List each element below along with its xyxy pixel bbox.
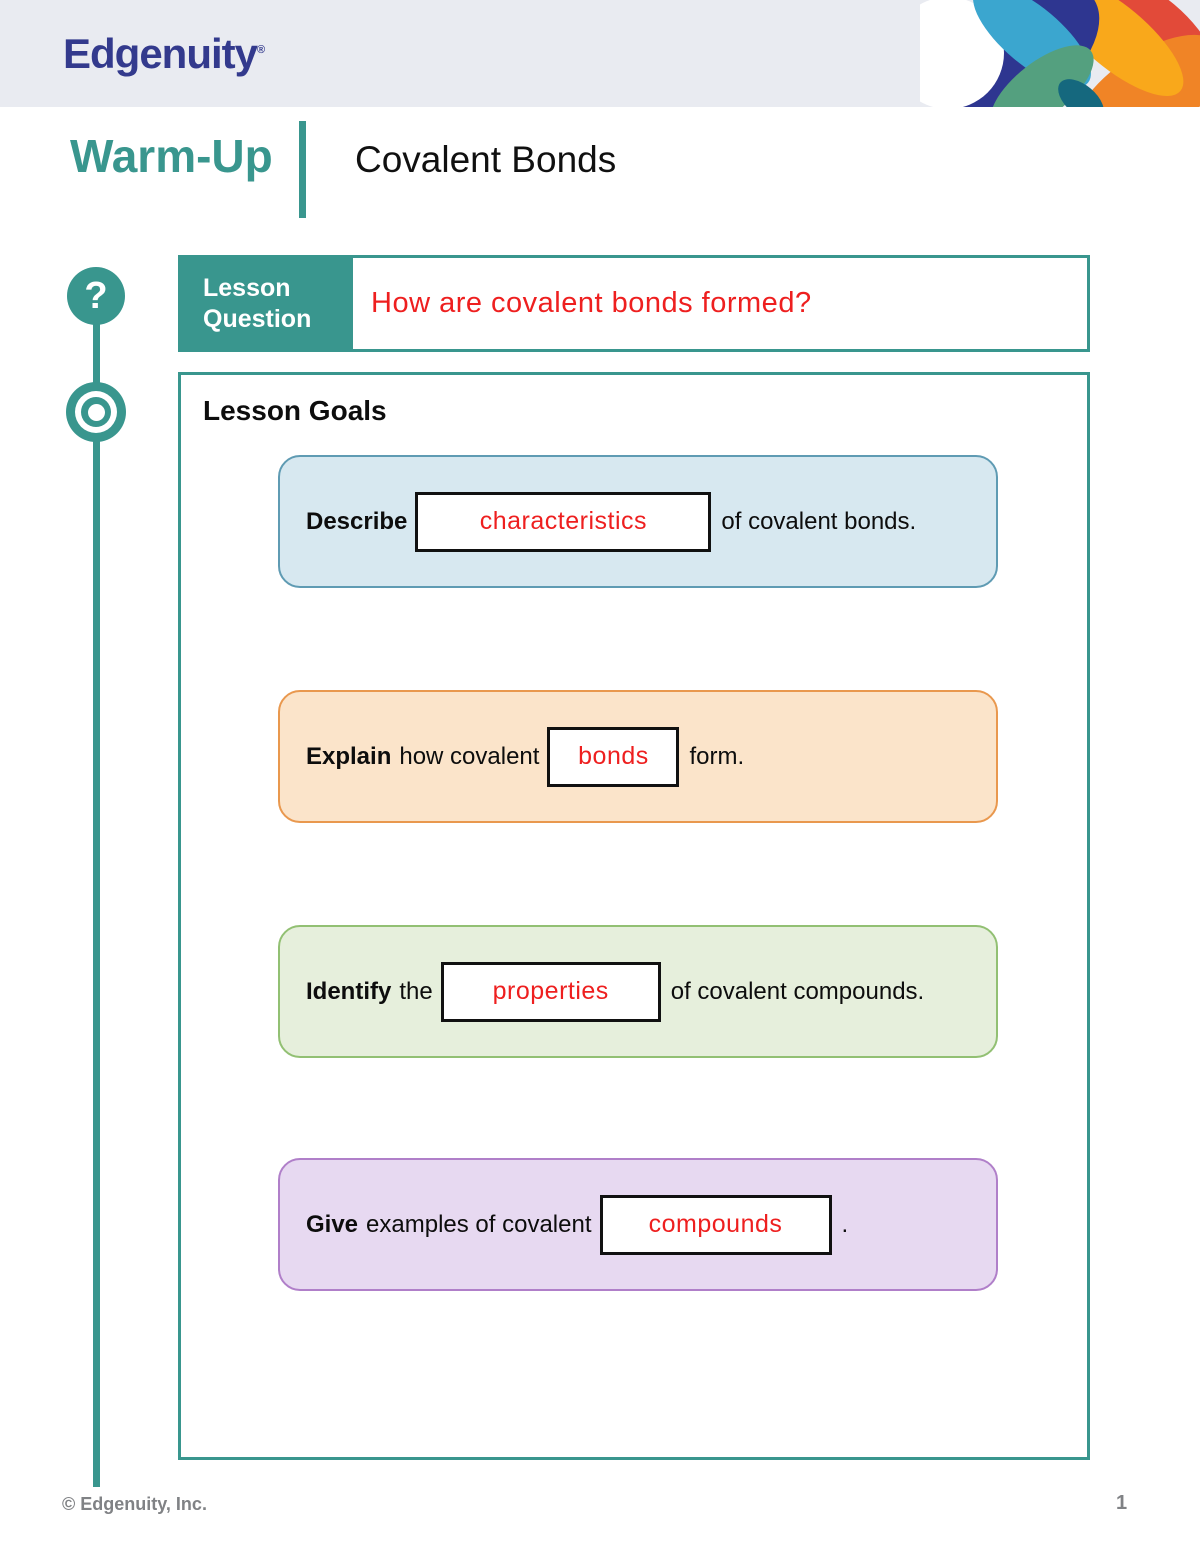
goal-answer-blank[interactable]: characteristics — [415, 491, 712, 552]
goal-verb: Explain — [306, 742, 392, 770]
goal-verb: Describe — [306, 507, 408, 535]
goal-post-text: of covalent bonds. — [721, 507, 917, 535]
goal-post-text: . — [841, 1210, 849, 1238]
timeline-line — [93, 298, 100, 1487]
goal-identify: Identify the properties of covalent comp… — [278, 925, 998, 1058]
goal-explain: Explain how covalent bonds form. — [278, 690, 998, 823]
pinwheel-teal-petal — [1058, 79, 1104, 107]
pinwheel-orange-bottom-petal — [1071, 34, 1200, 107]
goal-verb: Give — [306, 1210, 359, 1238]
goal-pre-text: how covalent — [399, 742, 540, 770]
goal-describe: Describe characteristics of covalent bon… — [278, 455, 998, 588]
edgenuity-logo: Edgenuity® — [63, 30, 265, 77]
goal-pre-text: the — [399, 977, 433, 1005]
pinwheel-logo-graphic — [920, 0, 1200, 107]
goal-verb: Identify — [306, 977, 392, 1005]
page-title: Covalent Bonds — [355, 139, 617, 180]
goal-post-text: form. — [689, 742, 745, 770]
goal-pre-text: examples of covalent — [366, 1210, 592, 1238]
target-icon — [66, 382, 126, 442]
lesson-question-label: Lesson Question — [181, 258, 353, 349]
copyright-text: © Edgenuity, Inc. — [62, 1494, 207, 1514]
question-mark-glyph: ? — [84, 274, 108, 317]
pinwheel-green-petal — [990, 45, 1094, 107]
lesson-question-label-line1: Lesson — [203, 273, 291, 302]
page-number: 1 — [1116, 1492, 1128, 1514]
header-band: Edgenuity® — [0, 0, 1200, 107]
goal-answer-blank[interactable]: compounds — [599, 1194, 832, 1255]
title-divider — [299, 121, 306, 218]
lesson-goals-title: Lesson Goals — [203, 395, 387, 426]
lesson-goals-box: Lesson Goals Describe characteristics of… — [178, 372, 1090, 1460]
pinwheel-white-circle — [920, 0, 1004, 107]
goal-give: Give examples of covalent compounds . — [278, 1158, 998, 1291]
question-mark-icon: ? — [67, 267, 125, 325]
lesson-question-answer[interactable]: How are covalent bonds formed? — [371, 287, 812, 319]
lesson-question-box: Lesson Question How are covalent bonds f… — [178, 255, 1090, 352]
registered-mark: ® — [257, 44, 265, 56]
goal-answer-blank[interactable]: bonds — [547, 726, 680, 787]
title-row: Warm-Up Covalent Bonds — [0, 107, 1200, 227]
warmup-heading: Warm-Up — [70, 130, 273, 182]
goal-post-text: of covalent compounds. — [670, 977, 925, 1005]
goal-answer-blank[interactable]: properties — [440, 961, 661, 1022]
lesson-question-label-line2: Question — [203, 304, 312, 333]
